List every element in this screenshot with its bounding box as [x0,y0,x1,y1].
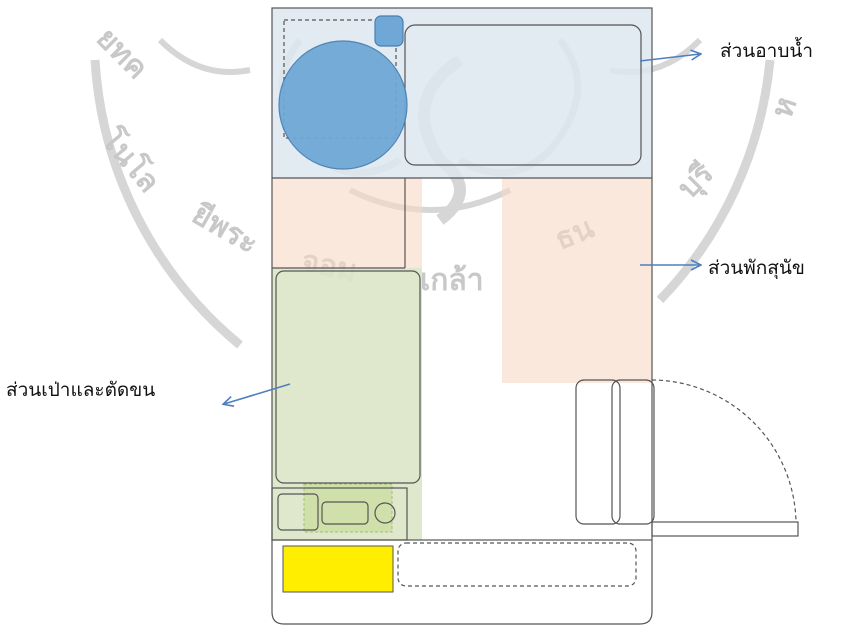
counter-dashed-area [397,542,637,587]
grooming-area-label: ส่วนเป่าและตัดขน [6,379,156,401]
bath-tub-circle [278,40,408,170]
yellow-storage-box [282,545,394,593]
room-outer-wall [271,7,653,541]
small-bowl [374,502,396,524]
cage-unit-left [575,379,621,525]
small-shelf-b [321,501,369,525]
door-swing-arc [651,379,797,523]
svg-text:ยีพระ: ยีพระ [186,196,264,261]
small-shelf-a [277,493,319,531]
rest-zone-right [502,178,652,383]
rest-zone-left [272,178,422,268]
grooming-table-outline [275,270,421,484]
svg-text:ห: ห [765,92,805,123]
bathing-area-label: ส่วนอาบน้ำ [720,40,814,62]
svg-text:บุรี: บุรี [671,156,721,206]
drain-square [374,15,404,47]
grooming-table-highlight [303,483,393,533]
counter-lower-area [271,540,653,625]
bottom-cabinet-outline [271,487,408,541]
door-leaf [651,521,799,537]
svg-text:เกล้า: เกล้า [420,263,484,298]
grooming-area-arrow [224,383,291,404]
cage-unit-right [611,379,655,525]
bathing-area-arrow [639,54,700,62]
rest-area-label: ส่วนพักสุนัข [708,257,805,279]
